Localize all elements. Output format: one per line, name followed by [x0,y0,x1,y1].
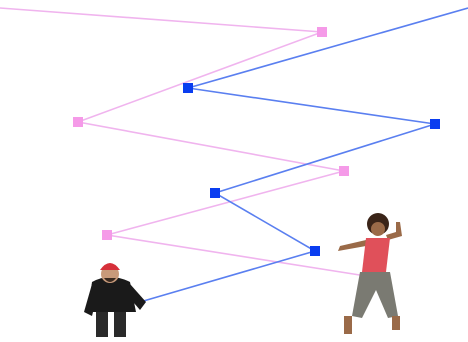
man-figure[interactable] [84,263,146,337]
woman-pants [352,272,398,318]
blue-node-3[interactable] [210,188,220,198]
woman-leg-left [344,316,352,334]
woman-top [362,238,390,272]
pink-node-1[interactable] [317,27,327,37]
man-cap [100,263,120,270]
woman-face [371,222,385,236]
woman-leg-right [392,316,400,330]
blue-node-4[interactable] [310,246,320,256]
blue-node-1[interactable] [183,83,193,93]
pink-path-line [0,8,366,276]
pink-node-3[interactable] [339,166,349,176]
blue-node-2[interactable] [430,119,440,129]
woman-arm-left [338,240,366,251]
blue-path-line [140,8,468,302]
pink-node-2[interactable] [73,117,83,127]
pink-node-4[interactable] [102,230,112,240]
